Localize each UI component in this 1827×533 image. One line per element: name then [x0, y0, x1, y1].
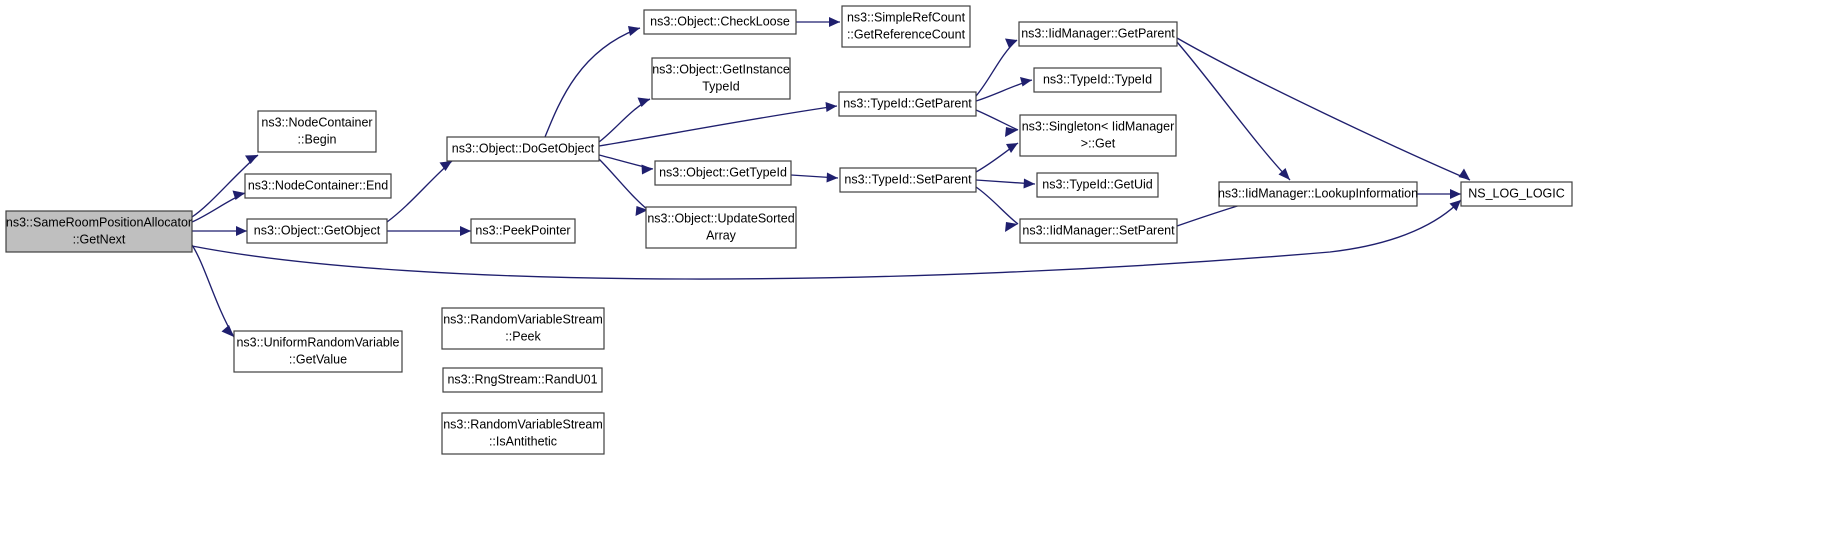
graph-node-obj-getobject[interactable]: ns3::Object::GetObject — [246, 218, 388, 244]
node-box-obj-updatesortedarray[interactable] — [645, 206, 797, 249]
edge-typeid-getparent-to-singleton-get — [975, 109, 1019, 131]
arrowhead-icon — [245, 155, 258, 164]
arrowhead-icon — [635, 206, 648, 216]
arrowhead-icon — [1023, 178, 1035, 189]
node-box-singleton-get[interactable] — [1019, 114, 1177, 157]
arrowhead-icon — [236, 226, 247, 236]
arrowhead-icon — [826, 172, 838, 183]
graph-node-urv-getvalue[interactable]: ns3::UniformRandomVariable::GetValue — [233, 330, 403, 373]
graph-node-simplerefcount[interactable]: ns3::SimpleRefCount::GetReferenceCount — [841, 5, 971, 48]
arrowhead-icon — [1005, 222, 1018, 232]
arrowhead-icon — [232, 190, 245, 200]
arrowhead-icon — [628, 26, 640, 36]
arrowhead-icon — [460, 226, 471, 236]
arrowhead-icon — [641, 164, 653, 175]
arrowhead-icon — [1449, 200, 1461, 211]
graph-node-obj-gettypeid[interactable]: ns3::Object::GetTypeId — [654, 160, 792, 186]
graph-node-rvs-peek[interactable]: ns3::RandomVariableStream::Peek — [441, 307, 605, 350]
graph-node-rng-randu01[interactable]: ns3::RngStream::RandU01 — [442, 367, 603, 393]
node-box-typeid-typeid[interactable] — [1033, 67, 1162, 93]
arrowhead-icon — [637, 97, 650, 107]
arrowhead-icon — [439, 161, 452, 171]
node-box-rng-randu01[interactable] — [442, 367, 603, 393]
arrowhead-icon — [1006, 143, 1018, 153]
graph-node-nc-end[interactable]: ns3::NodeContainer::End — [244, 173, 392, 199]
node-box-rvs-peek[interactable] — [441, 307, 605, 350]
graph-node-nc-begin[interactable]: ns3::NodeContainer::Begin — [257, 110, 377, 153]
node-box-rvs-isantithetic[interactable] — [441, 412, 605, 455]
edge-obj-dogetobject-to-typeid-getparent — [598, 105, 838, 147]
graph-node-peekpointer[interactable]: ns3::PeekPointer — [470, 218, 576, 244]
edge-obj-dogetobject-to-obj-updatesortedarray — [598, 158, 649, 211]
graph-node-typeid-typeid[interactable]: ns3::TypeId::TypeId — [1033, 67, 1162, 93]
arrowhead-icon — [825, 102, 837, 112]
graph-node-typeid-setparent[interactable]: ns3::TypeId::SetParent — [839, 167, 977, 193]
graph-node-obj-checkloose[interactable]: ns3::Object::CheckLoose — [643, 9, 797, 35]
arrowhead-icon — [1458, 168, 1470, 180]
node-box-obj-dogetobject[interactable] — [446, 136, 600, 162]
edge-iid-getparent-to-iid-lookupinformation — [1176, 41, 1291, 181]
arrowhead-icon — [1020, 77, 1032, 87]
arrowhead-icon — [1450, 189, 1461, 199]
node-box-ns-log-logic[interactable] — [1460, 181, 1573, 207]
node-box-simplerefcount[interactable] — [841, 5, 971, 48]
node-box-nc-begin[interactable] — [257, 110, 377, 153]
arrowhead-icon — [829, 17, 840, 27]
node-box-iid-lookupinformation[interactable] — [1218, 181, 1418, 207]
node-box-obj-gettypeid[interactable] — [654, 160, 792, 186]
arrowhead-icon — [221, 325, 234, 337]
arrowhead-icon — [1005, 38, 1017, 48]
edges-layer — [191, 17, 1471, 338]
edge-getnext-to-urv-getvalue — [191, 244, 235, 338]
node-box-getnext[interactable] — [5, 210, 193, 253]
graph-node-rvs-isantithetic[interactable]: ns3::RandomVariableStream::IsAntithetic — [441, 412, 605, 455]
graph-node-iid-setparent[interactable]: ns3::IidManager::SetParent — [1019, 218, 1178, 244]
node-box-obj-getobject[interactable] — [246, 218, 388, 244]
graph-node-iid-lookupinformation[interactable]: ns3::IidManager::LookupInformation — [1218, 181, 1418, 207]
node-box-nc-end[interactable] — [244, 173, 392, 199]
graph-node-typeid-getuid[interactable]: ns3::TypeId::GetUid — [1036, 172, 1159, 198]
graph-node-iid-getparent[interactable]: ns3::IidManager::GetParent — [1018, 21, 1178, 47]
node-box-typeid-getuid[interactable] — [1036, 172, 1159, 198]
node-box-peekpointer[interactable] — [470, 218, 576, 244]
edge-typeid-setparent-to-iid-setparent — [975, 186, 1019, 225]
graph-node-ns-log-logic[interactable]: NS_LOG_LOGIC — [1460, 181, 1573, 207]
node-box-obj-getinstancetypeid[interactable] — [651, 57, 791, 100]
node-box-iid-getparent[interactable] — [1018, 21, 1178, 47]
graph-node-singleton-get[interactable]: ns3::Singleton< IidManager>::Get — [1019, 114, 1177, 157]
arrowhead-icon — [1278, 168, 1290, 180]
arrowhead-icon — [1005, 127, 1018, 137]
graph-node-getnext[interactable]: ns3::SameRoomPositionAllocator::GetNext — [5, 210, 193, 253]
edge-iid-getparent-to-ns-log-logic — [1176, 37, 1471, 181]
node-box-typeid-getparent[interactable] — [838, 91, 977, 117]
node-box-iid-setparent[interactable] — [1019, 218, 1178, 244]
edge-getnext-to-ns-log-logic — [191, 199, 1462, 280]
node-box-obj-checkloose[interactable] — [643, 9, 797, 35]
node-box-typeid-setparent[interactable] — [839, 167, 977, 193]
graph-node-obj-dogetobject[interactable]: ns3::Object::DoGetObject — [446, 136, 600, 162]
edge-obj-getobject-to-obj-dogetobject — [386, 160, 453, 223]
graph-node-typeid-getparent[interactable]: ns3::TypeId::GetParent — [838, 91, 977, 117]
edge-obj-dogetobject-to-obj-checkloose — [544, 27, 641, 138]
node-box-urv-getvalue[interactable] — [233, 330, 403, 373]
